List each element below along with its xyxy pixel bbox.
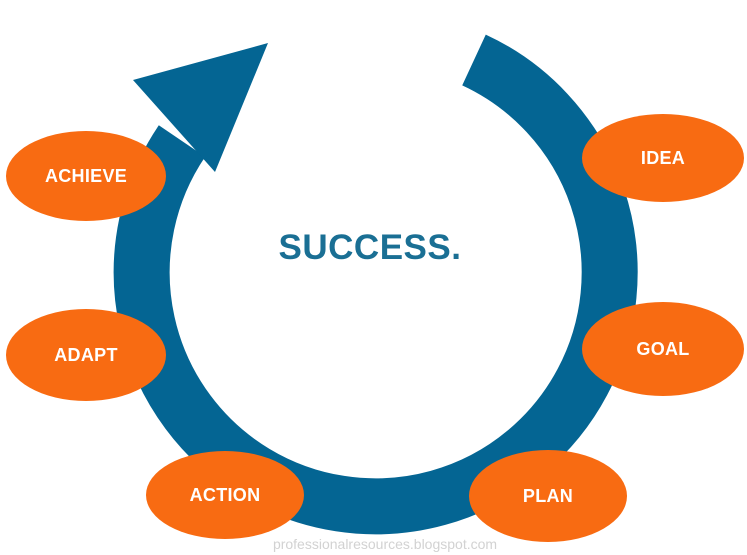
watermark: professionalresources.blogspot.com — [272, 536, 498, 552]
stage-adapt: ADAPT — [6, 309, 166, 401]
cycle-arrowhead — [133, 43, 268, 172]
cycle-ring-arc — [113, 34, 638, 535]
center-title: SUCCESS. — [278, 228, 462, 267]
stage-idea-label: IDEA — [640, 147, 686, 168]
stage-goal-label: GOAL — [636, 338, 690, 359]
stage-plan: PLAN — [469, 450, 627, 542]
stage-action-label: ACTION — [189, 484, 261, 505]
stage-achieve: ACHIEVE — [6, 131, 166, 221]
stage-plan-label: PLAN — [522, 485, 574, 506]
stage-adapt-label: ADAPT — [54, 344, 118, 365]
stage-idea: IDEA — [582, 114, 744, 202]
stage-achieve-label: ACHIEVE — [44, 165, 128, 186]
stage-goal: GOAL — [582, 302, 744, 396]
stage-action: ACTION — [146, 451, 304, 539]
